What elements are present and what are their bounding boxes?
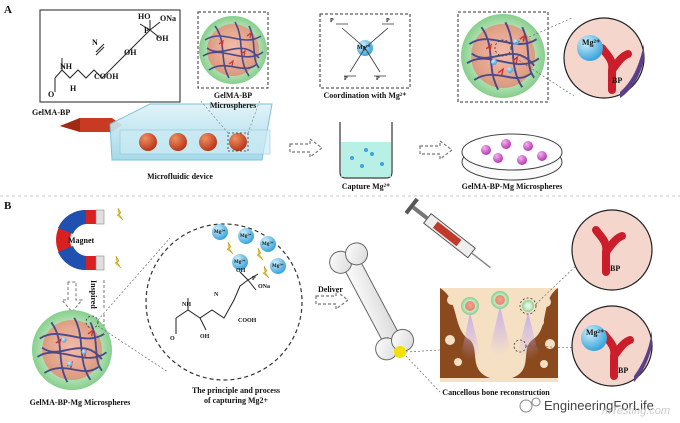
magnet-label: Magnet — [68, 236, 95, 245]
watermark-faint: mTesting.com — [602, 405, 671, 417]
principle-oh2: OH — [200, 334, 210, 340]
inspired-label: Inspired — [89, 280, 98, 309]
coord-mg-ion: Mg²⁺ — [357, 45, 371, 51]
principle-mg-5: Mg²⁺ — [272, 264, 284, 269]
principle-mg-4: Mg²⁺ — [234, 260, 246, 265]
principle-mg-2: Mg²⁺ — [240, 234, 252, 239]
gelma-bp-mg-label: GelMA-BP-Mg Microspheres — [29, 398, 131, 407]
chem-nh: NH — [60, 62, 72, 71]
coordination-label: Coordination with Mg²⁺ — [323, 91, 407, 100]
chem-n: N — [92, 38, 98, 47]
principle-nh: NH — [182, 302, 191, 308]
deliver-label: Deliver — [318, 285, 343, 294]
zoom-a-mg-label: Mg²⁺ — [582, 38, 601, 47]
principle-line2: of capturing Mg2+ — [203, 396, 269, 405]
principle-mg-3: Mg²⁺ — [262, 242, 274, 247]
panel-b-label: B — [4, 200, 12, 212]
principle-line1: The principle and process — [191, 386, 281, 395]
chem-oh: OH — [156, 34, 169, 43]
principle-mg-1: Mg²⁺ — [214, 230, 226, 235]
cancellous-label: Cancellous bone reconstruction — [442, 388, 550, 397]
panel-a-label: A — [4, 4, 12, 16]
zoom-b1-bp-label: BP — [610, 264, 621, 273]
coord-p4: P — [376, 76, 380, 82]
product-label: GelMA-BP-Mg Microspheres — [461, 182, 563, 191]
principle-o: O — [170, 336, 175, 342]
chem-o: O — [48, 90, 55, 99]
principle-ona: ONa — [258, 284, 270, 290]
coord-p1: P — [330, 18, 334, 24]
coord-p2: P — [386, 18, 390, 24]
zoom-a-bp-label: BP — [612, 76, 623, 85]
microspheres-label-line2: Microspheres — [209, 101, 257, 110]
coord-p3: P — [344, 76, 348, 82]
chem-p: P — [144, 26, 149, 35]
gelma-bp-label: GelMA-BP — [32, 108, 71, 117]
microfluidic-label: Microfluidic device — [147, 172, 213, 181]
principle-cooh: COOH — [238, 318, 257, 324]
zoom-b2-bp-label: BP — [618, 366, 629, 375]
watermark-brand: EngineeringForLife — [544, 398, 654, 413]
principle-n: N — [214, 292, 219, 298]
capture-label: Capture Mg²⁺ — [341, 182, 391, 191]
chem-oh2: OH — [124, 48, 137, 57]
principle-oh: OH — [236, 268, 246, 274]
chem-cooh: COOH — [94, 72, 119, 81]
chem-ona: ONa — [160, 14, 176, 23]
chem-h: H — [70, 84, 77, 93]
zoom-b2-mg-label: Mg²⁺ — [586, 328, 605, 337]
microspheres-label-line1: GelMA-BP — [213, 91, 253, 100]
chem-ho: HO — [138, 12, 151, 21]
principle-p: P — [252, 276, 256, 282]
